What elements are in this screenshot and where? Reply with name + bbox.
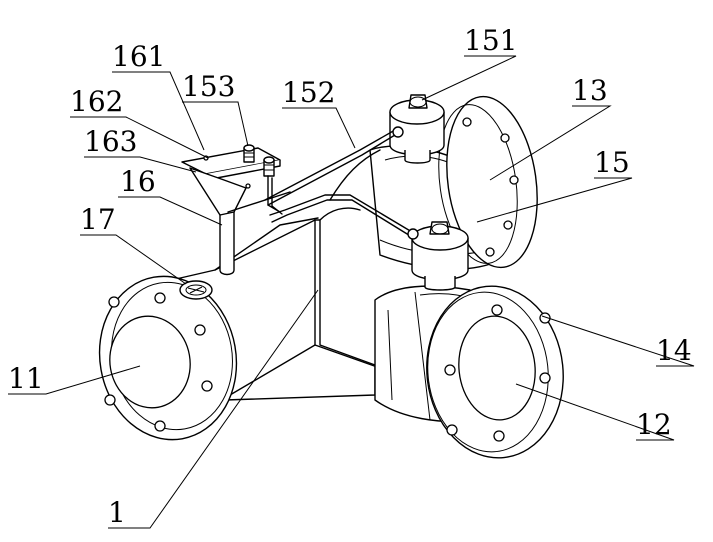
- label-14: 14: [656, 334, 692, 367]
- leader-lines: [8, 55, 695, 529]
- label-153: 153: [182, 70, 235, 103]
- flange-14: [426, 285, 564, 459]
- label-13: 13: [572, 74, 608, 107]
- label-163: 163: [84, 125, 137, 158]
- label-152: 152: [282, 76, 335, 109]
- label-151: 151: [464, 24, 517, 57]
- label-161: 161: [112, 40, 165, 73]
- label-11: 11: [8, 362, 44, 395]
- drain-plug-17: [179, 280, 213, 300]
- sensor-head-15: [411, 221, 469, 291]
- sensor-head-151: [389, 94, 445, 164]
- label-1: 1: [108, 496, 126, 529]
- label-162: 162: [70, 85, 123, 118]
- label-16: 16: [120, 165, 156, 198]
- fittings-153: [243, 144, 283, 215]
- flange-11: [98, 275, 238, 441]
- label-12: 12: [636, 408, 672, 441]
- bracket-16: [181, 147, 291, 276]
- label-15: 15: [594, 146, 630, 179]
- reference-labels: 161 162 163 16 17 153 152 151 13 15 14 1…: [8, 24, 692, 529]
- flange-13: [438, 95, 538, 269]
- label-17: 17: [80, 203, 116, 236]
